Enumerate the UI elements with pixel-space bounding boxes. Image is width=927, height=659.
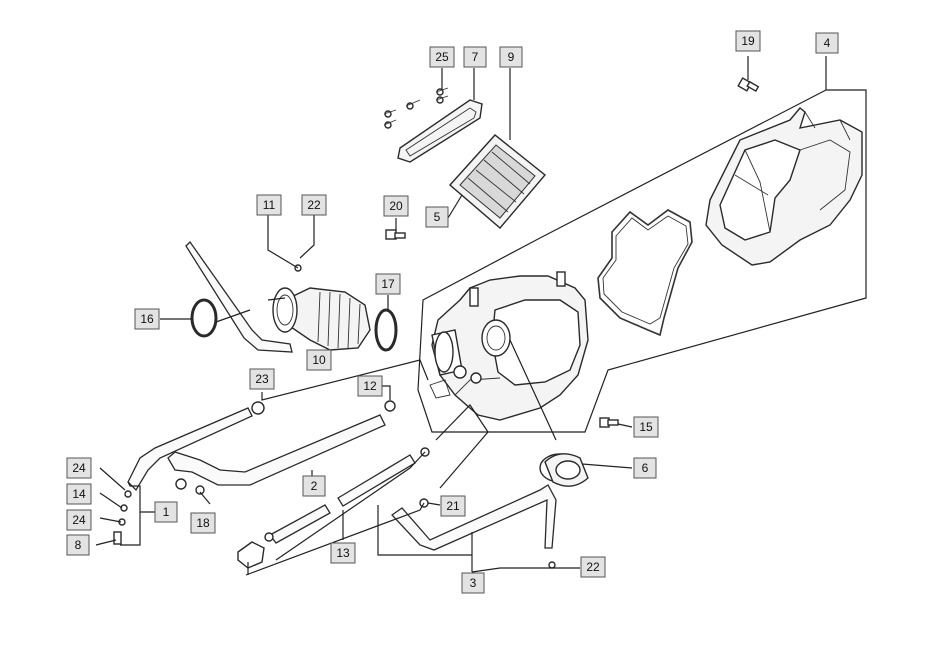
callout-16: 16 (134, 308, 160, 330)
svg-text:25: 25 (435, 50, 449, 64)
callout-4: 4 (815, 32, 839, 54)
callout-19: 19 (735, 30, 761, 52)
svg-text:12: 12 (363, 379, 377, 393)
svg-text:4: 4 (824, 36, 831, 50)
vent-hose-long-illustration (185, 240, 293, 353)
callout-22-top: 22 (301, 194, 327, 216)
callout-24-top: 24 (66, 457, 92, 479)
callout-2: 2 (302, 475, 326, 497)
callout-17: 17 (375, 273, 401, 295)
callout-14: 14 (66, 483, 92, 505)
fastener-clips-illustration (383, 87, 449, 129)
breather-hose-illustration (127, 407, 253, 492)
intake-duct-illustration (272, 287, 371, 351)
svg-text:6: 6 (642, 461, 649, 475)
callout-10: 10 (306, 349, 332, 371)
svg-text:5: 5 (434, 210, 441, 224)
callout-1: 1 (154, 501, 178, 523)
svg-text:3: 3 (470, 576, 477, 590)
callout-8: 8 (66, 534, 90, 556)
svg-text:9: 9 (508, 50, 515, 64)
callout-9: 9 (499, 46, 523, 68)
callout-22-bottom: 22 (580, 556, 606, 578)
airbox-gasket-illustration (597, 209, 693, 337)
air-filter-element-illustration (449, 134, 547, 229)
inlet-boot-illustration (539, 453, 589, 487)
svg-text:10: 10 (312, 353, 326, 367)
svg-text:15: 15 (639, 420, 653, 434)
callout-20: 20 (383, 195, 409, 217)
callout-11: 11 (256, 194, 282, 216)
callout-24-bottom: 24 (66, 509, 92, 531)
callout-12: 12 (357, 375, 383, 397)
callout-25: 25 (429, 46, 455, 68)
hose-clamp-illustrations (190, 298, 398, 415)
svg-text:17: 17 (381, 277, 395, 291)
callout-15: 15 (633, 416, 659, 438)
svg-text:8: 8 (75, 538, 82, 552)
drain-hose-illustration (167, 414, 386, 490)
callout-3: 3 (461, 572, 485, 594)
callout-13: 13 (330, 542, 356, 564)
callout-5: 5 (425, 206, 449, 228)
connecting-hose-illustration (237, 454, 416, 569)
lower-hose-illustration (391, 484, 557, 551)
svg-text:14: 14 (72, 487, 86, 501)
svg-text:22: 22 (586, 560, 600, 574)
airbox-housing-illustration (429, 271, 589, 421)
callout-23: 23 (249, 368, 275, 390)
bolt-illustrations (385, 77, 760, 428)
svg-text:7: 7 (472, 50, 479, 64)
svg-text:11: 11 (263, 198, 276, 212)
svg-text:21: 21 (446, 499, 460, 513)
leader-lines (95, 56, 867, 576)
svg-text:16: 16 (140, 312, 154, 326)
airbox-cover-illustration (705, 107, 863, 266)
svg-text:19: 19 (741, 34, 755, 48)
svg-text:24: 24 (72, 461, 86, 475)
svg-text:2: 2 (311, 479, 318, 493)
svg-text:23: 23 (255, 372, 269, 386)
callout-6: 6 (633, 457, 657, 479)
svg-text:24: 24 (72, 513, 86, 527)
svg-text:1: 1 (163, 505, 170, 519)
filter-cover-illustration (397, 99, 483, 163)
callout-7: 7 (463, 46, 487, 68)
callout-18: 18 (190, 512, 216, 534)
callout-labels: 1 2 3 4 5 6 7 8 (66, 30, 839, 594)
small-fittings-illustration (113, 264, 556, 569)
svg-text:13: 13 (336, 546, 350, 560)
svg-text:20: 20 (389, 199, 403, 213)
callout-21: 21 (440, 495, 466, 517)
svg-text:22: 22 (307, 198, 321, 212)
svg-text:18: 18 (196, 516, 210, 530)
